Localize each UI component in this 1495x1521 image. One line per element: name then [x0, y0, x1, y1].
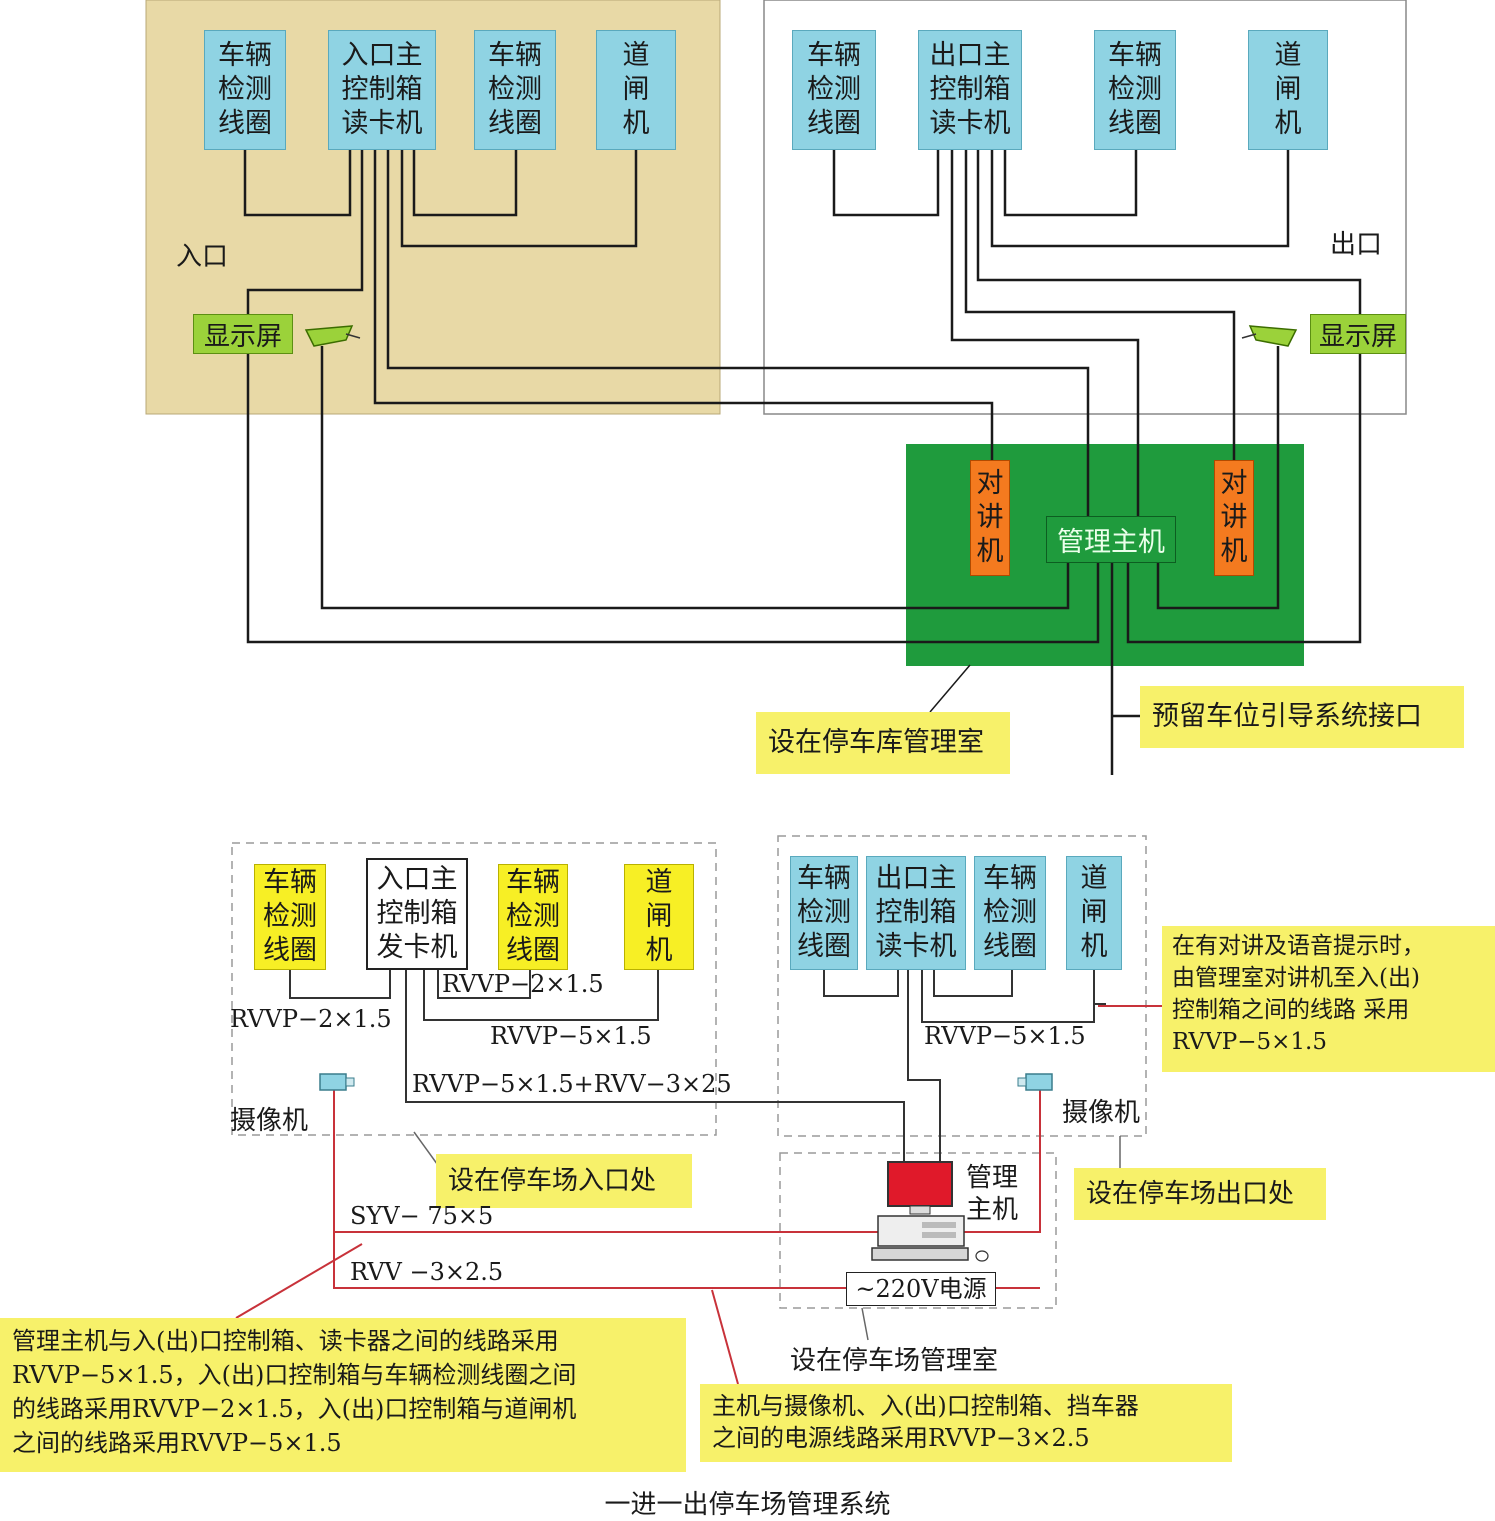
- monitor-icon: [1241, 325, 1298, 347]
- bottom-entrance-controller: 入口主 控制箱 发卡机: [366, 858, 468, 970]
- bottom-boundaries: [231, 835, 1147, 1309]
- exit-vehicle-loop-left: 车辆 检测 线圈: [792, 30, 876, 150]
- cable-label: RVVP−5×1.5+RVV−3×25: [412, 1070, 732, 1098]
- management-host: 管理主机: [1046, 516, 1176, 563]
- cable-label: RVVP−5×1.5: [924, 1022, 1086, 1050]
- exit-wires: [832, 150, 1362, 775]
- exit-vehicle-loop-right: 车辆 检测 线圈: [1094, 30, 1176, 150]
- bottom-entrance-vehicle-loop-right: 车辆 检测 线圈: [498, 864, 568, 970]
- camera-icon: [319, 1073, 355, 1091]
- exit-controller: 出口主 控制箱 读卡机: [918, 30, 1022, 150]
- bottom-entrance-vehicle-loop-left: 车辆 检测 线圈: [254, 864, 326, 970]
- bottom-exit-vehicle-loop-right: 车辆 检测 线圈: [974, 856, 1046, 970]
- entrance-controller: 入口主 控制箱 读卡机: [328, 30, 436, 150]
- power-supply: ~220V电源: [846, 1272, 996, 1306]
- entrance-vehicle-loop-right: 车辆 检测 线圈: [474, 30, 556, 150]
- note-main-cabling: 管理主机与入(出)口控制箱、读卡器之间的线路采用 RVVP−5×1.5，入(出)…: [0, 1318, 686, 1472]
- power-lines: [235, 1005, 1162, 1385]
- bottom-exit-controller: 出口主 控制箱 读卡机: [866, 856, 966, 970]
- intercom-right: 对 讲 机: [1214, 460, 1254, 576]
- cable-label-rvv: RVV −3×2.5: [350, 1258, 504, 1286]
- note-power-cabling: 主机与摄像机、入(出)口控制箱、挡车器 之间的电源线路采用RVVP−3×2.5: [700, 1384, 1232, 1462]
- note-guidance-interface: 预留车位引导系统接口: [1140, 686, 1464, 748]
- computer-icon: [871, 1161, 989, 1262]
- management-room-location: 设在停车场管理室: [790, 1346, 999, 1376]
- intercom-left: 对 讲 机: [970, 460, 1010, 576]
- cable-label: RVVP−2×1.5: [230, 1005, 392, 1033]
- note-management-room: 设在停车库管理室: [756, 712, 1010, 774]
- cable-label-syv: SYV− 75×5: [350, 1202, 494, 1230]
- monitor-icon: [304, 325, 361, 347]
- camera-icon: [1017, 1073, 1053, 1091]
- camera-label: 摄像机: [230, 1106, 309, 1136]
- note-entrance-location: 设在停车场入口处: [436, 1154, 692, 1208]
- exit-barrier: 道 闸 机: [1248, 30, 1328, 150]
- bottom-exit-barrier: 道 闸 机: [1066, 856, 1122, 970]
- entrance-zone-label: 入口: [176, 242, 229, 272]
- camera-label: 摄像机: [1062, 1098, 1141, 1128]
- bottom-exit-wires: [823, 970, 1095, 1162]
- entrance-barrier: 道 闸 机: [596, 30, 676, 150]
- entrance-display-screen: 显示屏: [193, 314, 293, 354]
- exit-zone-label: 出口: [1330, 230, 1383, 260]
- host-label: 管理 主机: [966, 1163, 1019, 1225]
- diagram-title: 一进一出停车场管理系统: [604, 1490, 891, 1520]
- bottom-exit-vehicle-loop-left: 车辆 检测 线圈: [790, 856, 858, 970]
- note-exit-location: 设在停车场出口处: [1074, 1168, 1326, 1220]
- entrance-vehicle-loop-left: 车辆 检测 线圈: [204, 30, 286, 150]
- exit-display-screen: 显示屏: [1310, 314, 1406, 354]
- bottom-entrance-wires: [289, 970, 1106, 1162]
- note-intercom-cable: 在有对讲及语音提示时， 由管理室对讲机至入(出) 控制箱之间的线路 采用 RVV…: [1162, 926, 1495, 1072]
- cable-label: RVVP−5×1.5: [490, 1022, 652, 1050]
- entrance-wires: [243, 150, 1100, 644]
- bottom-entrance-barrier: 道 闸 机: [624, 864, 694, 970]
- cable-label: RVVP−2×1.5: [442, 970, 604, 998]
